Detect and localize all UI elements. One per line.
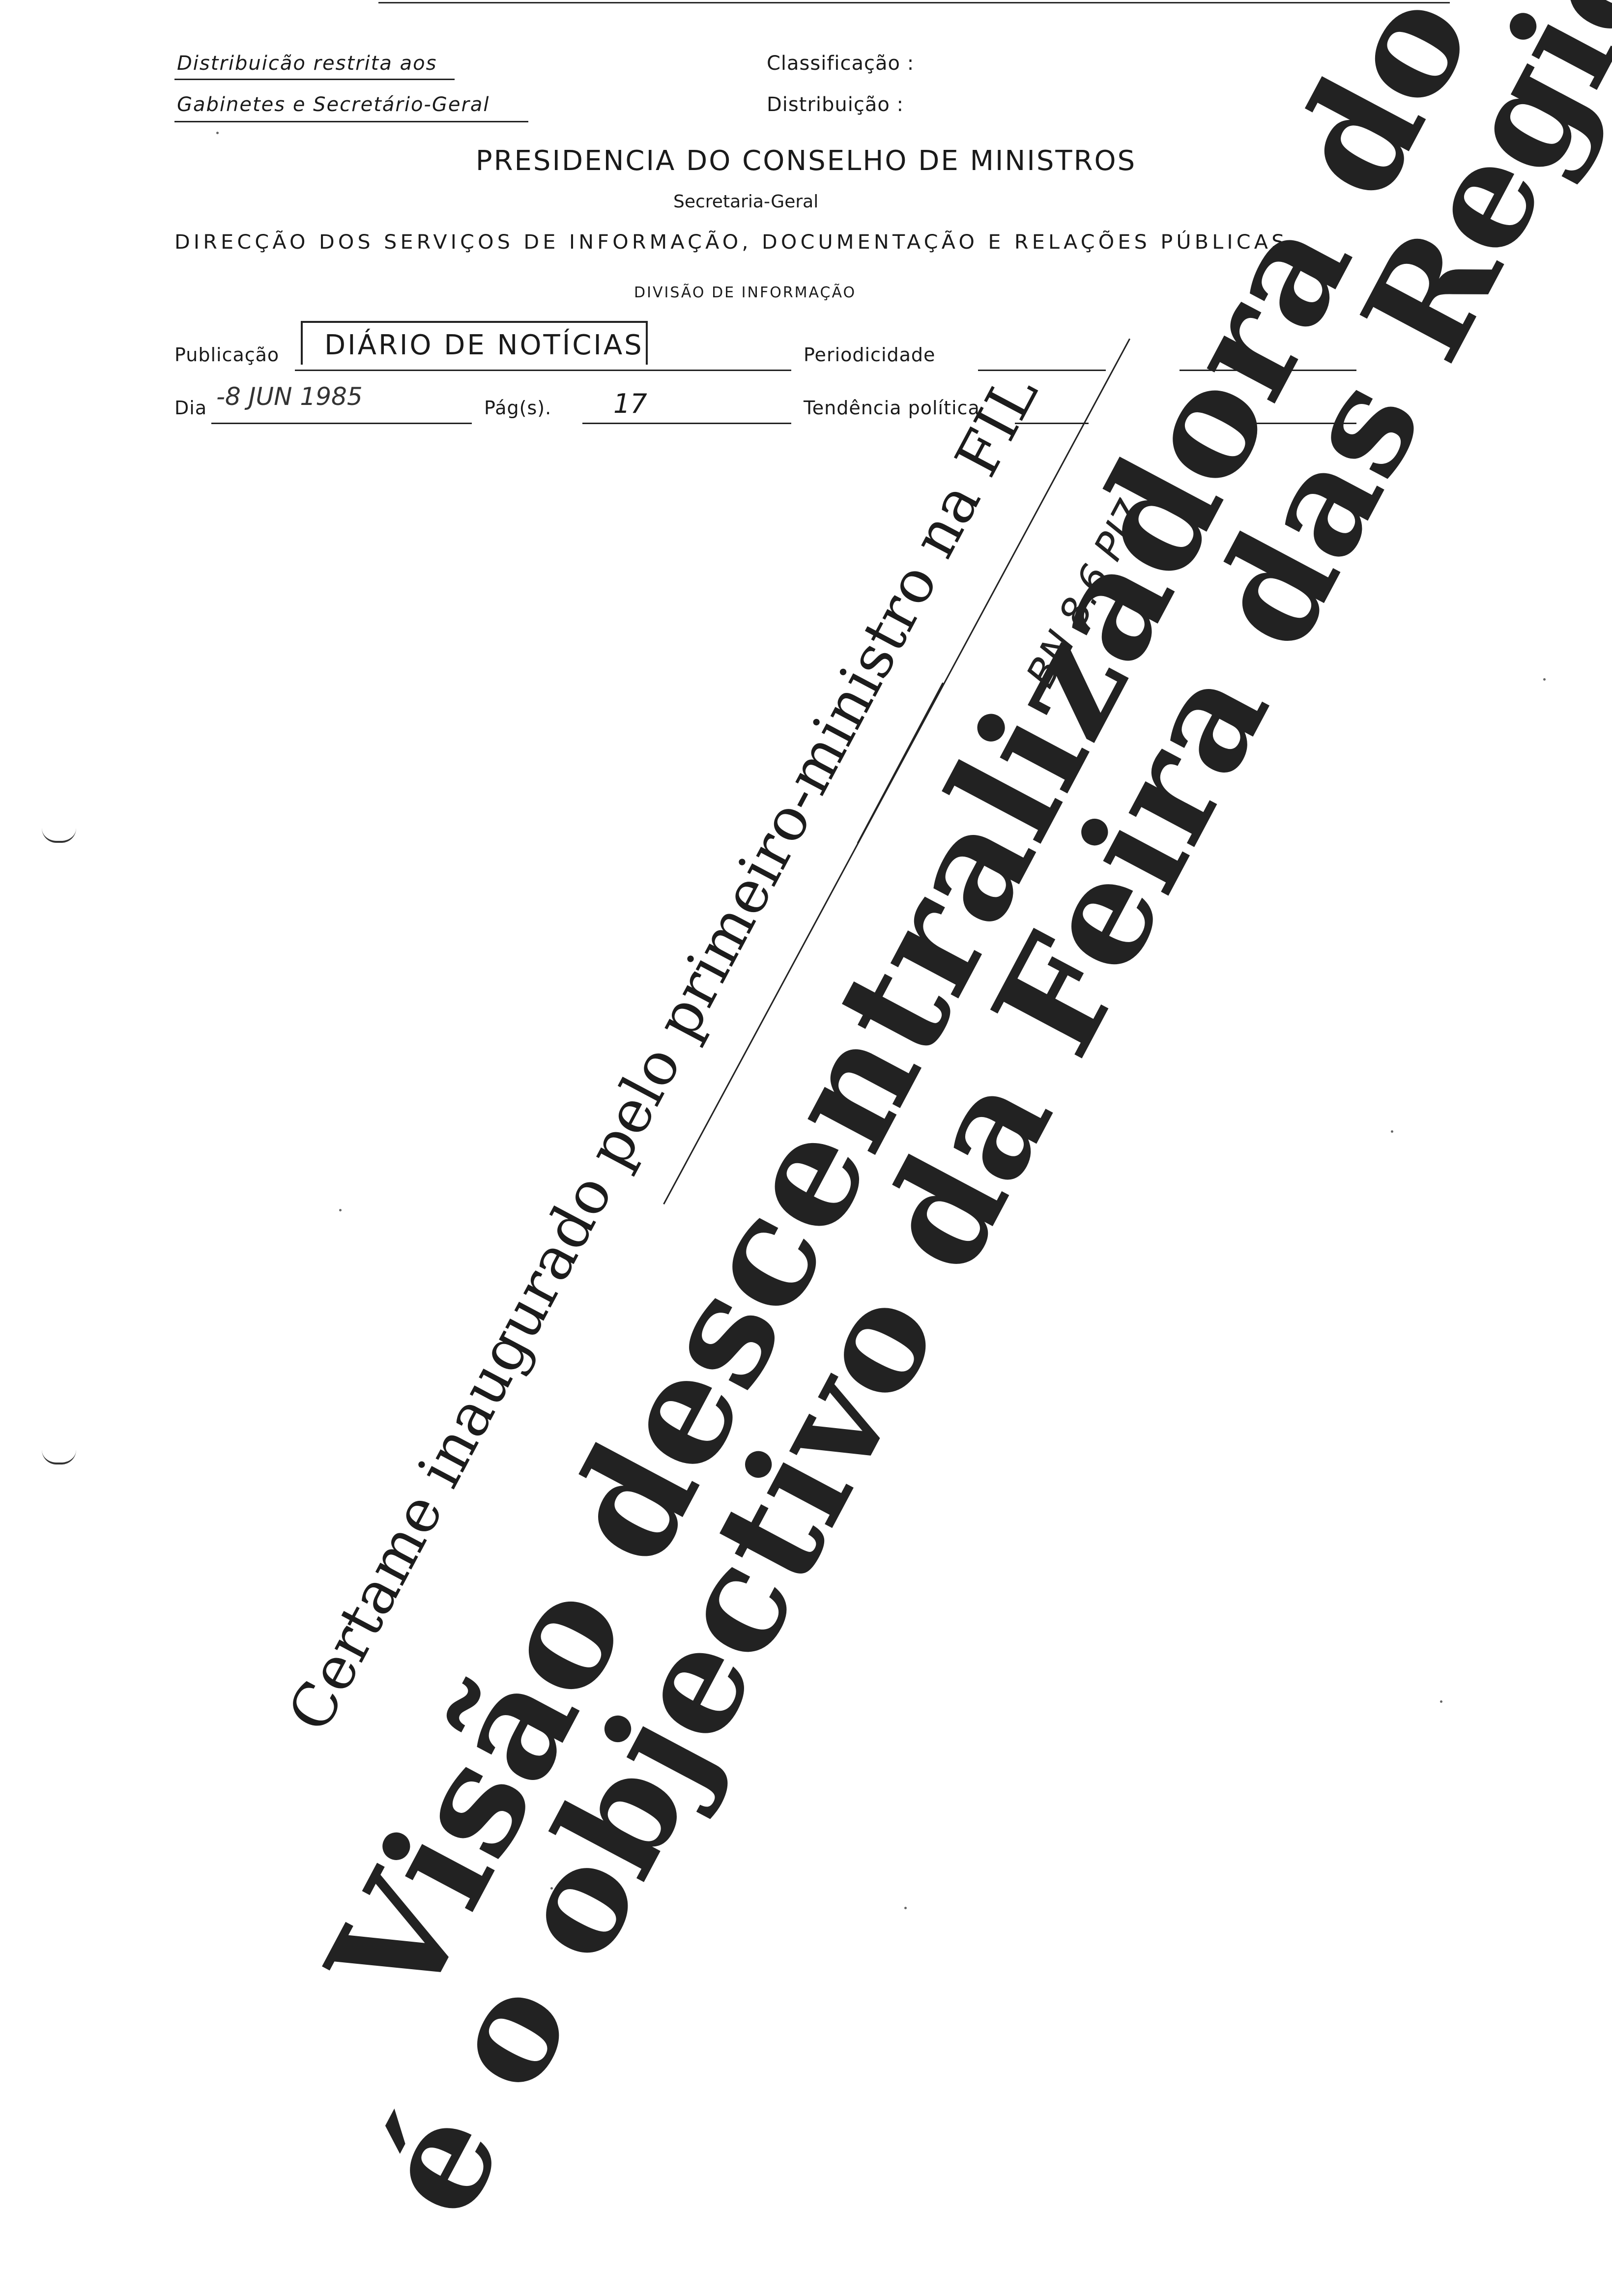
publication-stamp-box bbox=[301, 321, 648, 365]
directorate-line: DIRECÇÃO DOS SERVIÇOS DE INFORMAÇÃO, DOC… bbox=[174, 231, 1288, 254]
publicacao-label: Publicação bbox=[174, 344, 280, 366]
dia-label: Dia bbox=[174, 397, 207, 419]
periodicidade-line bbox=[978, 370, 1106, 371]
classificacao-label: Classificação : bbox=[767, 52, 915, 75]
publicacao-line bbox=[295, 370, 791, 371]
org-title: PRESIDENCIA DO CONSELHO DE MINISTROS bbox=[475, 145, 1137, 177]
org-subtitle: Secretaria-Geral bbox=[673, 192, 819, 212]
speck bbox=[550, 1887, 553, 1890]
publication-name: DIÁRIO DE NOTÍCIAS bbox=[324, 329, 644, 361]
division-line: DIVISÃO DE INFORMAÇÃO bbox=[634, 284, 857, 301]
right-blank-line-1 bbox=[1180, 370, 1356, 371]
binder-mark-2 bbox=[42, 1450, 76, 1464]
distribuicao-label: Distribuição : bbox=[767, 93, 904, 116]
underline-1 bbox=[174, 79, 455, 80]
pags-line bbox=[582, 423, 791, 424]
speck bbox=[216, 132, 219, 134]
speck bbox=[904, 1907, 907, 1909]
distribution-restriction-line1: Distribuicão restrita aos bbox=[177, 52, 437, 75]
underline-2 bbox=[174, 121, 528, 122]
speck bbox=[339, 1209, 342, 1211]
periodicidade-label: Periodicidade bbox=[804, 344, 936, 366]
speck bbox=[1391, 1130, 1393, 1133]
dia-line bbox=[211, 423, 472, 424]
right-blank-line-2 bbox=[1243, 423, 1356, 424]
speck bbox=[1543, 678, 1546, 681]
speck bbox=[1440, 1700, 1442, 1703]
tendencia-label: Tendência política bbox=[804, 397, 980, 419]
pags-label: Pág(s). bbox=[484, 397, 552, 419]
date-stamp: -8 JUN 1985 bbox=[216, 382, 363, 411]
binder-mark-1 bbox=[42, 828, 76, 843]
page-number: 17 bbox=[613, 388, 647, 419]
tendencia-line bbox=[1015, 423, 1089, 424]
top-rule bbox=[378, 2, 1450, 3]
distribution-restriction-line2: Gabinetes e Secretário-Geral bbox=[177, 93, 490, 116]
